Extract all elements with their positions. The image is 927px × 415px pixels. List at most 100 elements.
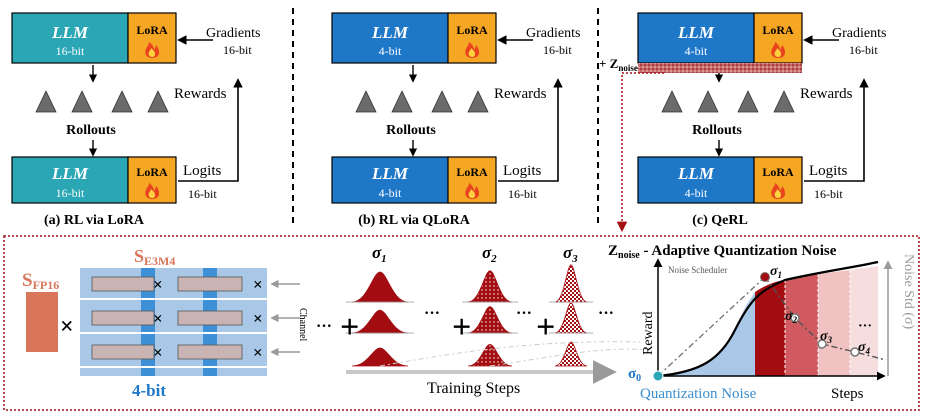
quant-cell — [177, 310, 243, 326]
rewards-label: Rewards — [174, 86, 227, 102]
quant-rows: ×××××× — [80, 268, 300, 376]
noise-bell-curve — [351, 309, 409, 334]
bits-4-label: 4-bit — [132, 381, 166, 400]
logits-rewards-path — [804, 78, 869, 182]
gradients-label: Gradients — [526, 26, 580, 41]
ref-model-label: LLM — [677, 164, 715, 183]
ref-model-label: LLM — [371, 164, 409, 183]
curve-sigma-label: σ4 — [858, 340, 871, 356]
fire-icon — [771, 42, 785, 58]
quant-cell — [177, 344, 243, 360]
model-label: LLM — [51, 23, 89, 42]
noise-bell-curve — [467, 270, 513, 303]
lora-label: LoRA — [136, 23, 168, 37]
noise-bell-curve — [554, 302, 588, 334]
fire-icon — [771, 183, 785, 199]
fire-icon — [465, 183, 479, 199]
sigma-label: σ1 — [372, 243, 387, 265]
noise-bell-curve — [554, 264, 588, 303]
plus-icon: + — [536, 309, 555, 346]
rollout-triangle — [35, 90, 57, 113]
rollout-triangle — [431, 90, 453, 113]
svg-text:σ0: σ0 — [628, 366, 641, 384]
lora-label: LoRA — [762, 23, 794, 37]
model-label: LLM — [371, 23, 409, 42]
ellipsis: ··· — [316, 318, 332, 335]
rollout-triangle — [391, 90, 413, 113]
chart-title-sub: noise — [618, 250, 640, 261]
chart-title-rest: - Adaptive Quantization Noise — [640, 243, 837, 259]
logits-label: Logits — [809, 163, 847, 179]
ellipsis: ··· — [598, 305, 614, 322]
quant-block: SFP16 × SE3M4 ×××××× 4-bit Channel — [22, 246, 308, 400]
znoise-prefix: + Z — [599, 56, 619, 71]
steps-label: Steps — [831, 386, 864, 402]
rollout-triangle — [773, 90, 795, 113]
times-icon: × — [253, 343, 263, 362]
rollout-triangle — [355, 90, 377, 113]
sfp16-sub: FP16 — [33, 278, 60, 292]
reward-axis-label: Reward — [641, 311, 656, 355]
reward-chart: Znoise - Adaptive Quantization Noise Noi… — [608, 243, 916, 402]
panel-caption: (c) QeRL — [692, 213, 748, 228]
quant-noise-label: Quantization Noise — [640, 386, 757, 402]
sigma2-point — [790, 313, 800, 323]
sigma0-point — [652, 370, 664, 382]
noise-bell-curve — [351, 347, 409, 367]
times-icon: × — [153, 309, 163, 328]
sigma-label: σ2 — [482, 243, 497, 265]
rollout-triangle — [737, 90, 759, 113]
plus-icon: + — [340, 309, 359, 346]
dist-link — [379, 341, 641, 367]
fire-icon — [465, 42, 479, 58]
logits-rewards-path — [498, 78, 563, 182]
svg-text:+ Znoise: + Znoise — [599, 56, 638, 73]
model-block — [331, 12, 449, 64]
plus-icon: + — [452, 309, 471, 346]
quant-cell — [91, 276, 155, 292]
bottom-frame — [3, 235, 920, 411]
svg-text:SFP16: SFP16 — [22, 270, 59, 292]
times-icon: × — [153, 343, 163, 362]
noise-bell-curve — [467, 306, 513, 334]
rollout-triangle — [71, 90, 93, 113]
ellipsis: ··· — [516, 305, 532, 322]
svg-text:Znoise - Adaptive Quantization: Znoise - Adaptive Quantization Noise — [608, 243, 837, 261]
panel-caption: (a) RL via LoRA — [44, 213, 145, 228]
model-block — [11, 12, 129, 64]
ref-lora-label: LoRA — [136, 165, 168, 179]
times-icon: × — [253, 275, 263, 294]
gradients-bits: 16-bit — [849, 43, 878, 57]
logits-bits: 16-bit — [508, 187, 537, 201]
sigma1-point — [760, 272, 770, 282]
znoise-tag: + Znoise — [599, 56, 664, 233]
logits-bits: 16-bit — [814, 187, 843, 201]
gradients-bits: 16-bit — [223, 43, 252, 57]
quant-cell — [91, 344, 155, 360]
logits-label: Logits — [183, 163, 221, 179]
panel-caption: (b) RL via QLoRA — [358, 213, 471, 228]
model-bits: 16-bit — [56, 44, 85, 58]
band-3 — [818, 270, 850, 376]
se3m4-label: S — [134, 246, 144, 266]
noise-scheduler-label: Noise Scheduler — [668, 265, 727, 275]
svg-text:SE3M4: SE3M4 — [134, 246, 175, 268]
rollouts-label: Rollouts — [66, 123, 116, 138]
noise-bell-curve — [351, 271, 409, 303]
sfp16-block — [26, 292, 58, 352]
curve-sigma-label: σ1 — [770, 264, 782, 280]
sigma-label: σ3 — [563, 243, 578, 265]
curve-sigma-label: σ2 — [785, 309, 798, 325]
ref-model-bits: 16-bit — [56, 186, 85, 200]
blue-region — [658, 292, 755, 376]
rollouts-label: Rollouts — [386, 123, 436, 138]
curve-ellipsis: ··· — [858, 319, 872, 334]
ref-lora-label: LoRA — [762, 165, 794, 179]
channel-label: Channel — [297, 308, 308, 342]
times-icon: × — [153, 275, 163, 294]
